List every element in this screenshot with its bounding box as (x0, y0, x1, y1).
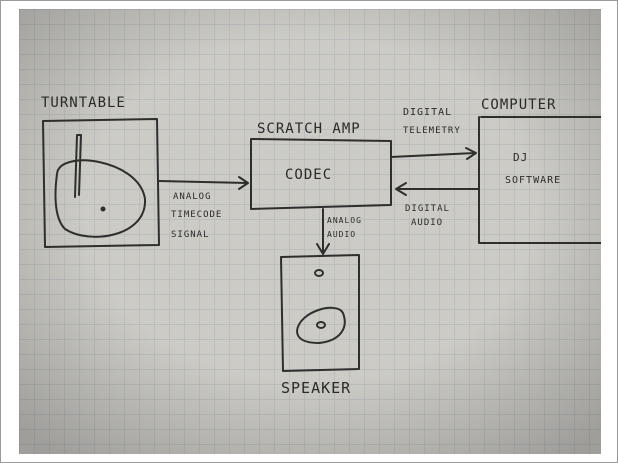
handwritten-diagram-photo: TURNTABLE SCRATCH AMP CODEC COMPUTER DJ … (19, 9, 601, 454)
analog-timecode-line2: TIMECODE (171, 210, 222, 220)
digital-telemetry-line1: DIGITAL (403, 107, 452, 118)
analog-audio-line1: ANALOG (327, 216, 362, 225)
analog-timecode-line1: ANALOG (173, 192, 212, 202)
analog-audio-line2: AUDIO (327, 230, 356, 239)
software-label: SOFTWARE (505, 175, 561, 186)
scratch-amp-label: SCRATCH AMP (257, 121, 361, 137)
analog-timecode-line3: SIGNAL (171, 230, 210, 240)
dj-label: DJ (513, 151, 528, 164)
digital-audio-line1: DIGITAL (405, 204, 450, 214)
turntable-label: TURNTABLE (41, 95, 126, 111)
computer-label: COMPUTER (481, 97, 556, 113)
diagram-canvas: TURNTABLE SCRATCH AMP CODEC COMPUTER DJ … (19, 9, 601, 454)
digital-audio-line2: AUDIO (411, 218, 443, 228)
digital-telemetry-line2: TELEMETRY (403, 126, 461, 136)
speaker-label: SPEAKER (281, 379, 351, 397)
platter-spindle (102, 208, 105, 211)
codec-label: CODEC (285, 167, 332, 183)
